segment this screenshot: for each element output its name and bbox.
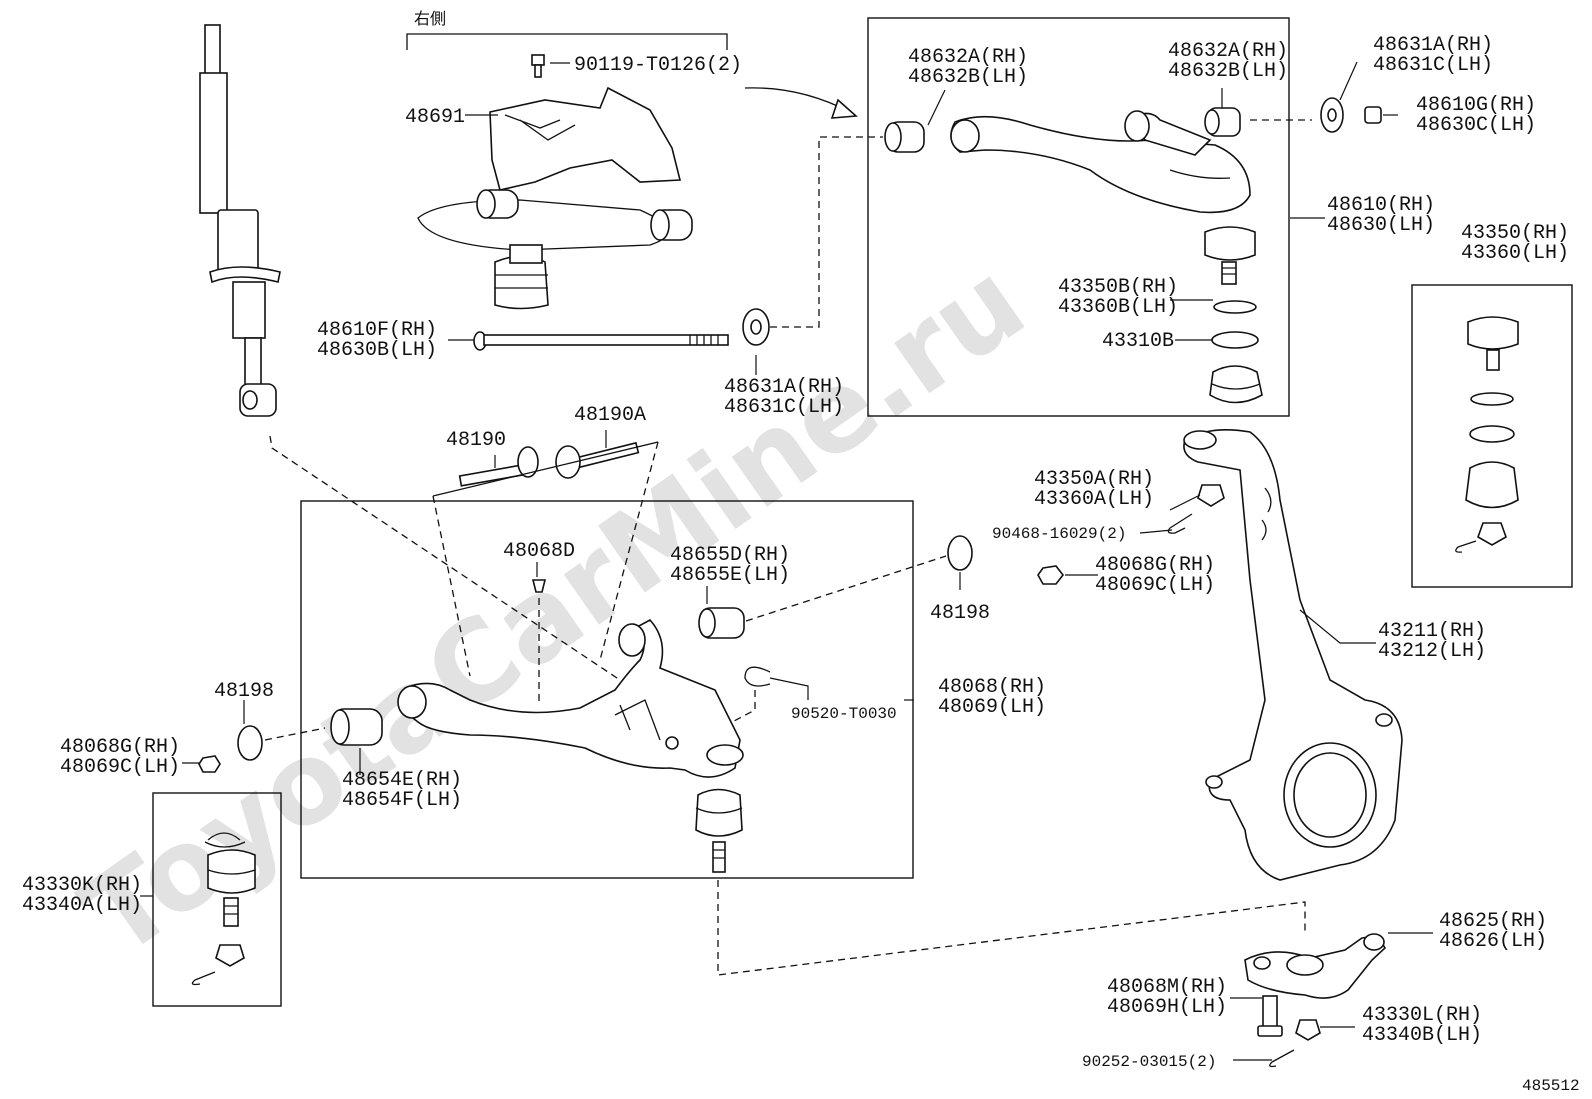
bolt-48190A-drawing	[555, 441, 640, 479]
header-bracket	[406, 33, 728, 50]
leader-lines	[140, 61, 1433, 1061]
lower-arm-48068-drawing	[397, 618, 744, 778]
bushing-48655D-drawing	[698, 607, 745, 639]
label-48655D: 48655D(RH)	[670, 544, 790, 567]
label-48068G-a: 48068G(RH)	[60, 736, 180, 759]
label-48069: 48069(LH)	[938, 696, 1046, 719]
label-48610F: 48610F(RH)	[317, 319, 437, 342]
label-48632A-b: 48632A(RH)	[1168, 40, 1288, 63]
upper-arm-group-box	[867, 17, 1290, 417]
steering-knuckle-43211-drawing	[1183, 428, 1403, 881]
label-43310B: 43310B	[1102, 330, 1174, 353]
label-90468-16029: 90468-16029(2)	[992, 525, 1126, 543]
arrow-to-upper-arm	[744, 87, 851, 113]
bolt-bracket	[432, 441, 659, 497]
label-48610: 48610(RH)	[1327, 194, 1435, 217]
ball-joint-43350-drawing	[1455, 316, 1519, 553]
label-90119-T0126: 90119-T0126(2)	[574, 54, 742, 77]
bracket-48691-drawing	[417, 86, 693, 310]
ball-joint-43330K-drawing	[191, 832, 256, 986]
ball-joint-43350B-drawing	[1204, 226, 1263, 404]
bushing-48654E-drawing	[330, 708, 383, 746]
label-43340B: 43340B(LH)	[1362, 1024, 1482, 1047]
label-43350B: 43350B(RH)	[1058, 276, 1178, 299]
label-48068G-b: 48068G(RH)	[1095, 554, 1215, 577]
nut-48068G-a-drawing	[198, 755, 221, 773]
dash-bushing-48654E	[264, 727, 326, 741]
nut-43350A-drawing	[1197, 484, 1225, 507]
label-48069C-b: 48069C(LH)	[1095, 574, 1215, 597]
label-48625: 48625(RH)	[1439, 910, 1547, 933]
cotter-pin-90252-drawing	[1269, 1049, 1295, 1068]
washer-48198-a-drawing	[237, 725, 263, 761]
label-48610G: 48610G(RH)	[1416, 94, 1536, 117]
label-48632B-b: 48632B(LH)	[1168, 60, 1288, 83]
label-48198-b: 48198	[930, 602, 990, 625]
label-48632B-a: 48632B(LH)	[908, 66, 1028, 89]
header-note: 右側	[414, 10, 446, 29]
catalog-number: 485512	[1522, 1077, 1580, 1095]
label-43350A: 43350A(RH)	[1034, 468, 1154, 491]
bolt-90119-drawing	[531, 54, 545, 78]
dash-bolt-to-box	[770, 136, 883, 328]
label-48632A-a: 48632A(RH)	[908, 46, 1028, 69]
label-43360A: 43360A(LH)	[1034, 488, 1154, 511]
label-90252-03015: 90252-03015(2)	[1082, 1053, 1216, 1071]
label-48691: 48691	[405, 106, 465, 129]
snap-ring-90520-drawing	[744, 666, 771, 687]
bolt-48190-drawing	[458, 446, 539, 487]
bolt-48068M-drawing	[1257, 995, 1283, 1037]
label-48654E: 48654E(RH)	[342, 769, 462, 792]
label-43211: 43211(RH)	[1378, 620, 1486, 643]
washer-48631A-b-drawing	[1320, 97, 1344, 133]
label-48630C: 48630C(LH)	[1416, 114, 1536, 137]
label-48655E: 48655E(LH)	[670, 564, 790, 587]
steering-arm-48625-drawing	[1244, 933, 1386, 999]
label-48630: 48630(LH)	[1327, 214, 1435, 237]
label-48069H: 48069H(LH)	[1107, 996, 1227, 1019]
label-48654F: 48654F(LH)	[342, 789, 462, 812]
label-48190A: 48190A	[574, 404, 646, 427]
label-43340A: 43340A(LH)	[22, 894, 142, 917]
lower-ball-joint-box	[152, 792, 282, 1007]
nut-48610G-drawing	[1364, 106, 1382, 124]
label-43360: 43360(LH)	[1461, 242, 1569, 265]
label-43350: 43350(RH)	[1461, 222, 1569, 245]
label-48068: 48068(RH)	[938, 676, 1046, 699]
upper-ball-joint-box	[1411, 284, 1573, 588]
nut-48068G-b-drawing	[1037, 565, 1065, 585]
label-43330K: 43330K(RH)	[22, 874, 142, 897]
dash-snap-ring	[731, 690, 756, 723]
label-48068D: 48068D	[503, 540, 575, 563]
nut-43330L-drawing	[1295, 1019, 1321, 1041]
nut-48068D-drawing	[531, 579, 547, 593]
label-90520-T0030: 90520-T0030	[791, 705, 897, 723]
bolt-48610F-drawing	[473, 331, 729, 351]
lower-arm-group-box	[300, 500, 914, 879]
label-48190: 48190	[446, 429, 506, 452]
label-48626: 48626(LH)	[1439, 930, 1547, 953]
label-48069C-a: 48069C(LH)	[60, 756, 180, 779]
label-43330L: 43330L(RH)	[1362, 1004, 1482, 1027]
shock-absorber-drawing	[199, 24, 281, 417]
label-48631C-a: 48631C(LH)	[724, 396, 844, 419]
washer-48198-b-drawing	[947, 535, 973, 571]
dash-bolts-to-arm	[432, 441, 659, 677]
lower-ball-joint-drawing	[695, 788, 743, 873]
washer-48631A-a-drawing	[742, 308, 770, 346]
upper-arm-48610-drawing	[884, 107, 1251, 214]
label-48630B: 48630B(LH)	[317, 339, 437, 362]
label-43360B: 43360B(LH)	[1058, 296, 1178, 319]
dash-shock-to-arm	[269, 435, 621, 681]
label-48631C-b: 48631C(LH)	[1373, 54, 1493, 77]
arrow-head	[830, 98, 858, 119]
cotter-pin-90468-drawing	[1167, 513, 1193, 534]
dash-ball-joint-to-arm	[717, 880, 1306, 976]
label-48068M: 48068M(RH)	[1107, 976, 1227, 999]
label-43212: 43212(LH)	[1378, 640, 1486, 663]
label-48198-a: 48198	[214, 680, 274, 703]
label-48631A-b: 48631A(RH)	[1373, 34, 1493, 57]
label-48631A-a: 48631A(RH)	[724, 376, 844, 399]
